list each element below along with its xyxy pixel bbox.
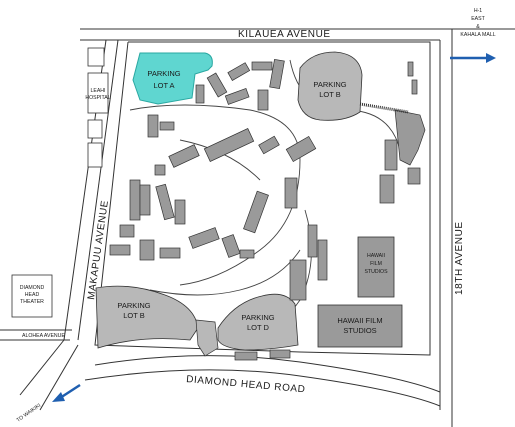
campus-buildings xyxy=(109,58,426,361)
hawaii-film-studios-2-label-2: STUDIOS xyxy=(343,326,376,335)
parking-lot-b-top[interactable] xyxy=(297,51,363,121)
leahi-hospital-label-2: HOSPITAL xyxy=(85,95,110,101)
covered-walkway xyxy=(359,102,409,114)
east-arrow xyxy=(450,53,496,63)
leahi-hospital-label-1: LEAHI xyxy=(91,88,106,94)
parking-lot-b-bottom-label-2: LOT B xyxy=(123,311,145,320)
east-line-3: & xyxy=(476,24,480,30)
parking-lot-b-bottom[interactable] xyxy=(95,285,199,349)
hawaii-film-studios-1-label-2: FILM xyxy=(370,261,382,267)
hawaii-film-studios-2-label-1: HAWAII FILM xyxy=(337,316,382,325)
parking-lot-d-label-2: LOT D xyxy=(247,323,270,332)
film-studio-blocks xyxy=(317,236,403,348)
parking-lot-b-top-label-2: LOT B xyxy=(319,90,341,99)
hawaii-film-studios-1-label-1: HAWAII xyxy=(367,253,385,259)
parking-lot-a-label-2: LOT A xyxy=(153,81,174,90)
kilauea-avenue-label: KILAUEA AVENUE xyxy=(238,29,331,40)
east-line-2: EAST xyxy=(471,16,485,22)
parking-lot-d[interactable] xyxy=(217,293,299,351)
parking-lot-b-top-label-1: PARKING xyxy=(313,80,346,89)
eighteenth-avenue-label: 18TH AVENUE xyxy=(454,221,465,295)
parking-lots xyxy=(95,51,363,357)
parking-connector xyxy=(195,319,219,357)
parking-lot-b-bottom-label-1: PARKING xyxy=(117,301,150,310)
street-lines xyxy=(0,28,515,427)
parking-lot-d-label-1: PARKING xyxy=(241,313,274,322)
alohea-avenue-label: ALOHEA AVENUE xyxy=(22,333,65,339)
hawaii-film-studios-1-label-3: STUDIOS xyxy=(364,269,388,275)
parking-lot-a[interactable] xyxy=(132,52,213,105)
diamond-head-theater-label-2: HEAD xyxy=(25,292,40,298)
hawaii-film-studios-2 xyxy=(317,304,403,348)
left-outbuildings xyxy=(11,47,109,318)
diamond-head-theater-label-3: THEATER xyxy=(20,299,44,305)
to-waikiki-label: TO WAIKIKI xyxy=(16,403,42,424)
diamond-head-theater-label-1: DIAMOND xyxy=(20,285,45,291)
parking-lot-a-label-1: PARKING xyxy=(147,69,180,78)
hawaii-film-studios-1 xyxy=(357,236,395,298)
waikiki-arrow xyxy=(52,383,81,402)
east-line-4: KAHALA MALL xyxy=(460,32,495,38)
east-line-1: H-1 xyxy=(474,8,482,14)
east-destination-label: H-1 EAST & KAHALA MALL xyxy=(460,8,495,38)
diamond-head-road-label: DIAMOND HEAD ROAD xyxy=(186,374,306,395)
